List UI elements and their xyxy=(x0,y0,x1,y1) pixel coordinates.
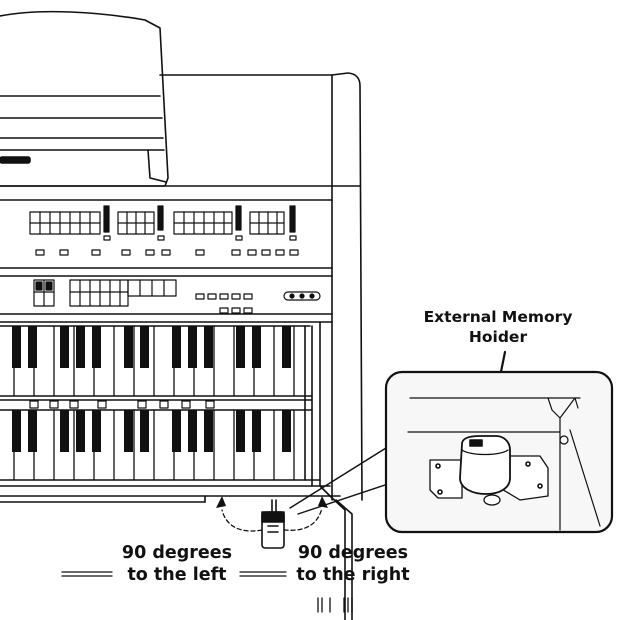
rotate-left-label: 90 degrees to the left xyxy=(112,542,242,586)
rotate-left-line1: 90 degrees xyxy=(121,543,233,563)
lower-keyboard xyxy=(12,409,295,481)
console-body xyxy=(0,72,363,620)
music-rest xyxy=(0,10,169,187)
rotate-left-line2: to the left xyxy=(127,565,227,585)
external-memory-holder-label: External Memory Hoider xyxy=(410,307,586,347)
rotate-right-label: 90 degrees to the right xyxy=(286,542,420,586)
usb-memory-icon xyxy=(204,495,285,549)
decorative-lines xyxy=(61,571,353,613)
holder-label-line1: External Memory xyxy=(423,308,573,326)
lower-panel-buttons xyxy=(33,279,321,314)
rotate-right-line1: 90 degrees xyxy=(297,543,409,563)
upper-panel-buttons xyxy=(29,205,299,256)
holder-label-line2: Hoider xyxy=(468,328,528,346)
manual-buttons xyxy=(29,400,215,409)
memory-holder-icon xyxy=(384,370,614,534)
rotation-arrow-icon xyxy=(221,507,323,532)
upper-keyboard xyxy=(12,325,295,397)
rotate-right-line2: to the right xyxy=(296,565,410,585)
